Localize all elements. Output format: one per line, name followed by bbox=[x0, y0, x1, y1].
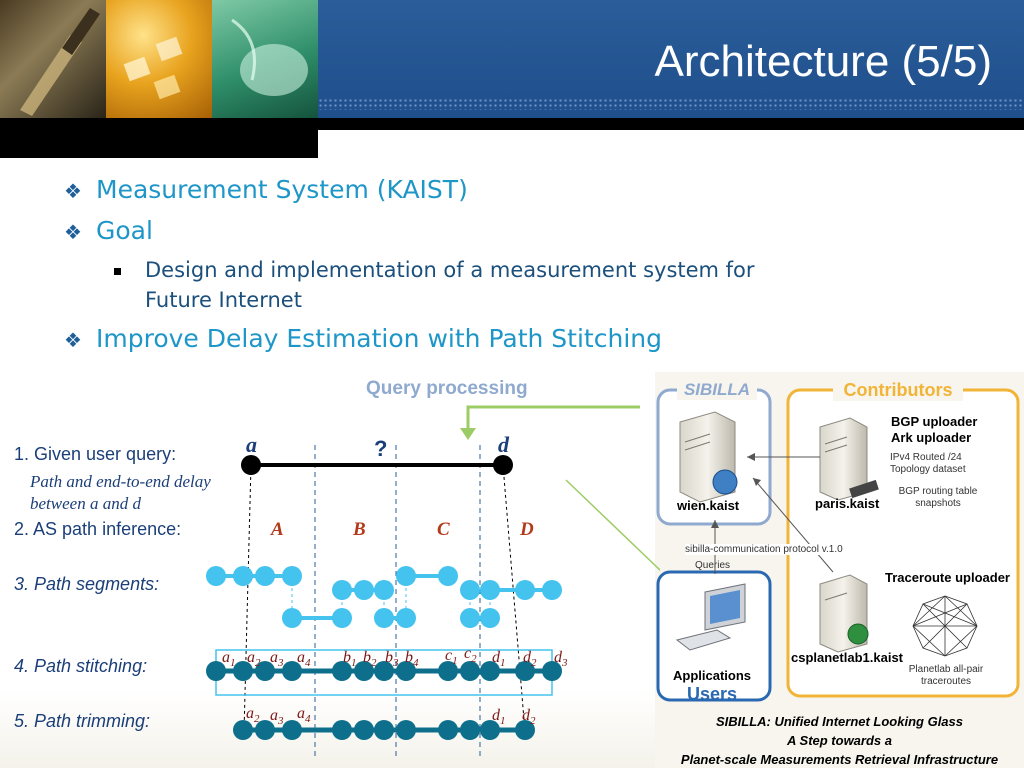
queries-label: Queries bbox=[695, 560, 731, 571]
sub-bullet-design: Design and implementation of a measureme… bbox=[145, 255, 755, 315]
header-photo-mouse bbox=[212, 0, 318, 118]
traceroute-uploader-label: Traceroute uploader bbox=[885, 570, 1010, 585]
node-d bbox=[493, 455, 513, 475]
wien-server-icon bbox=[679, 411, 738, 503]
title-bar-dots bbox=[318, 98, 1024, 110]
sub-bullet-line1: Design and implementation of a measureme… bbox=[145, 258, 755, 282]
path-segments bbox=[206, 566, 562, 628]
slide-title: Architecture (5/5) bbox=[654, 37, 992, 86]
as-label-c: C bbox=[437, 519, 450, 540]
paris-server-icon bbox=[819, 417, 879, 501]
bgp-table-line2: snapshots bbox=[915, 498, 961, 509]
bullet-measurement-system: ❖ Measurement System (KAIST) bbox=[64, 175, 468, 206]
step2-label: 2. AS path inference: bbox=[14, 519, 182, 539]
query-arrow-head bbox=[460, 428, 476, 440]
step1-description: Path and end-to-end delay between a and … bbox=[30, 471, 211, 515]
step1-desc-line2: between a and d bbox=[30, 494, 141, 513]
as-label-a: A bbox=[271, 519, 284, 540]
sibilla-title: SIBILLA bbox=[677, 380, 757, 400]
uploader-labels: BGP uploader Ark uploader bbox=[891, 414, 977, 446]
wien-label: wien.kaist bbox=[677, 498, 740, 513]
query-arrow bbox=[466, 405, 640, 432]
path-stitching-diagram: a1 a2 a3 a4 b1 b2 b3 b4 c1 c2 d1 d2 d3 a… bbox=[206, 405, 660, 760]
as-label-d: D bbox=[520, 519, 534, 540]
header-photo-pen bbox=[0, 0, 106, 118]
csplanet-label: csplanetlab1.kaist bbox=[791, 650, 903, 665]
mouse-illustration bbox=[231, 18, 308, 96]
contributors-title: Contributors bbox=[833, 380, 963, 401]
as-boundaries bbox=[314, 445, 481, 760]
diamond-bullet-icon: ❖ bbox=[64, 179, 82, 203]
applications-label: Applications bbox=[673, 668, 752, 683]
paris-label: paris.kaist bbox=[815, 496, 880, 511]
applications-computer-icon bbox=[675, 583, 746, 651]
keyboard-illustration bbox=[123, 36, 183, 100]
ipv4-line1: IPv4 Routed /24 bbox=[890, 452, 962, 463]
bullet-goal: ❖ Goal bbox=[64, 216, 153, 247]
ipv4-dataset-label: IPv4 Routed /24 Topology dataset bbox=[890, 452, 966, 476]
stitching-node-labels: a1 a2 a3 a4 b1 b2 b3 b4 c1 c2 d1 d2 d3 bbox=[222, 645, 568, 669]
protocol-label: sibilla-communication protocol v.1.0 bbox=[685, 544, 843, 555]
sibilla-caption: SIBILLA: Unified Internet Looking Glass … bbox=[655, 712, 1024, 769]
trimmed-path-nodes bbox=[233, 720, 535, 740]
node-d-label: d bbox=[498, 432, 509, 457]
bullet-text: Improve Delay Estimation with Path Stitc… bbox=[96, 324, 662, 353]
planetlab-mesh-icon bbox=[912, 595, 978, 657]
query-processing-label: Query processing bbox=[366, 378, 528, 399]
step1-desc-line1: Path and end-to-end delay bbox=[30, 472, 211, 491]
sub-bullet-line2: Future Internet bbox=[145, 288, 302, 312]
planetlab-line2: traceroutes bbox=[920, 676, 972, 687]
bullet-text: Measurement System (KAIST) bbox=[96, 175, 468, 204]
header-divider bbox=[0, 118, 1024, 130]
bgp-table-line1: BGP routing table bbox=[898, 486, 978, 497]
step5-label: 5. Path trimming: bbox=[14, 711, 151, 731]
header-divider-left bbox=[0, 130, 318, 158]
header-photo-keyboard bbox=[106, 0, 212, 118]
stitched-path-nodes bbox=[206, 661, 562, 681]
slide-header: Architecture (5/5) bbox=[0, 0, 1024, 158]
queries-arrow bbox=[565, 479, 660, 572]
unknown-delay-label: ? bbox=[374, 436, 388, 461]
ark-uploader-label: Ark uploader bbox=[891, 430, 972, 445]
node-a-label: a bbox=[246, 432, 257, 457]
bullet-delay-estimation: ❖ Improve Delay Estimation with Path Stit… bbox=[64, 324, 662, 355]
bullet-text: Goal bbox=[96, 216, 153, 245]
planetlab-line1: Planetlab all-pair bbox=[908, 664, 984, 675]
node-a bbox=[241, 455, 261, 475]
csplanet-server-icon bbox=[819, 574, 869, 653]
step3-label: 3. Path segments: bbox=[14, 574, 160, 594]
users-label: Users bbox=[687, 684, 738, 704]
projection-lines bbox=[243, 464, 526, 733]
caption-line2: A Step towards a bbox=[787, 733, 892, 748]
bgp-table-label: BGP routing table snapshots bbox=[883, 486, 993, 510]
step4-label: 4. Path stitching: bbox=[14, 656, 148, 676]
planetlab-label: Planetlab all-pair traceroutes bbox=[901, 664, 991, 688]
diamond-bullet-icon: ❖ bbox=[64, 220, 82, 244]
caption-line1: SIBILLA: Unified Internet Looking Glass bbox=[715, 714, 963, 729]
bgp-uploader-label: BGP uploader bbox=[891, 414, 978, 429]
svg-text:a4: a4 bbox=[297, 705, 311, 725]
caption-line3: Planet-scale Measurements Retrieval Infr… bbox=[680, 752, 999, 767]
ipv4-line2: Topology dataset bbox=[890, 464, 966, 475]
square-bullet-icon bbox=[114, 268, 121, 275]
sibilla-figure: SIBILLA Contributors wien.kaist paris.ka… bbox=[655, 372, 1024, 768]
as-label-b: B bbox=[353, 519, 366, 540]
pen-illustration bbox=[20, 8, 100, 116]
step1-label: 1. Given user query: bbox=[14, 444, 177, 464]
diamond-bullet-icon: ❖ bbox=[64, 328, 82, 352]
